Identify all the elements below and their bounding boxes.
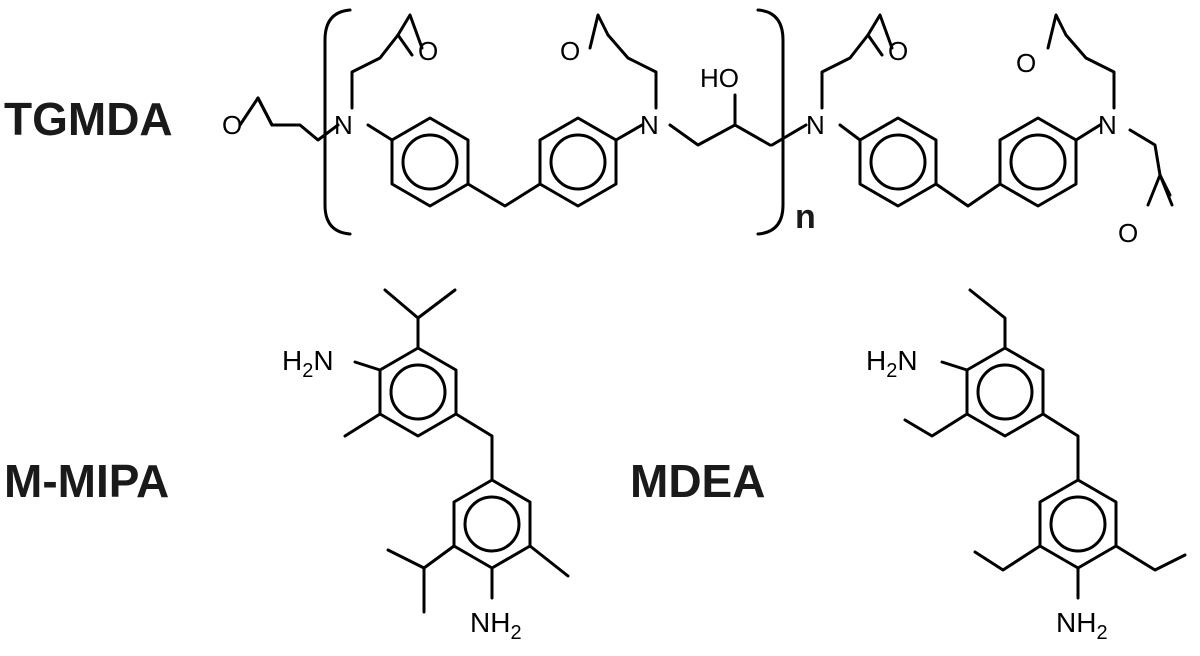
oxygen-atom: O	[222, 110, 242, 140]
epoxide-ring	[588, 13, 610, 50]
oxygen-atom: O	[418, 36, 438, 66]
amine-group: NH2	[1056, 607, 1108, 644]
repeat-bracket-left	[323, 8, 352, 236]
methyl-group	[528, 544, 570, 578]
tgmda-structure: O n N O N O HO N	[222, 8, 1174, 248]
aromatic-circle	[976, 363, 1034, 421]
bond	[396, 33, 414, 57]
bond	[454, 412, 494, 482]
benzene-ring	[998, 116, 1078, 208]
bond	[866, 33, 884, 57]
ethyl-group	[903, 412, 969, 438]
hydroxyl-group: HO	[700, 63, 739, 93]
benzene-ring	[538, 116, 618, 208]
epoxide-ring	[396, 13, 424, 50]
bond	[820, 33, 870, 110]
isopropyl-group	[386, 544, 456, 614]
bond	[838, 123, 862, 142]
bond	[1041, 412, 1080, 482]
oxygen-atom: O	[560, 36, 580, 66]
aromatic-circle	[389, 363, 447, 421]
tgmda-label: TGMDA	[4, 93, 173, 145]
epoxide-ring	[1046, 13, 1068, 50]
ethyl-group	[968, 288, 1007, 350]
bond	[1064, 33, 1116, 110]
aromatic-circle	[463, 495, 521, 553]
epoxide-ring	[238, 96, 274, 127]
bond	[606, 33, 658, 110]
m-mipa-structure: H2N NH2	[282, 288, 570, 644]
nitrogen-atom: N	[1098, 110, 1117, 140]
bond	[940, 360, 969, 372]
oxygen-atom: O	[1118, 218, 1138, 248]
isopropyl-group	[383, 288, 457, 350]
oxygen-atom: O	[1016, 48, 1036, 78]
epoxide-ring	[866, 13, 894, 50]
bond	[466, 182, 542, 208]
bond	[770, 123, 808, 147]
aromatic-circle	[1049, 495, 1107, 553]
ethyl-group	[1114, 544, 1187, 572]
bond	[668, 123, 772, 147]
bond	[1074, 123, 1102, 142]
bond	[366, 123, 394, 142]
amine-group: H2N	[282, 345, 334, 382]
nitrogen-atom: N	[806, 110, 825, 140]
amine-group: H2N	[866, 345, 918, 382]
aromatic-circle	[1009, 133, 1067, 191]
repeat-bracket-right	[756, 8, 785, 236]
aromatic-circle	[549, 133, 607, 191]
nitrogen-atom: N	[640, 110, 659, 140]
bond	[353, 360, 382, 372]
ethyl-group	[973, 544, 1042, 572]
bond	[934, 182, 1002, 208]
aromatic-circle	[869, 133, 927, 191]
mdea-label: MDEA	[630, 455, 765, 507]
aromatic-circle	[401, 133, 459, 191]
methyl-group	[343, 412, 382, 438]
oxygen-atom: O	[888, 36, 908, 66]
bond	[614, 123, 644, 142]
m-mipa-label: M-MIPA	[4, 455, 169, 507]
amine-group: NH2	[470, 607, 522, 644]
epoxide-ring	[1146, 173, 1174, 207]
mdea-structure: H2N NH2	[866, 288, 1187, 644]
nitrogen-atom: N	[334, 110, 353, 140]
bond	[350, 33, 400, 110]
repeat-count-n: n	[795, 198, 816, 236]
